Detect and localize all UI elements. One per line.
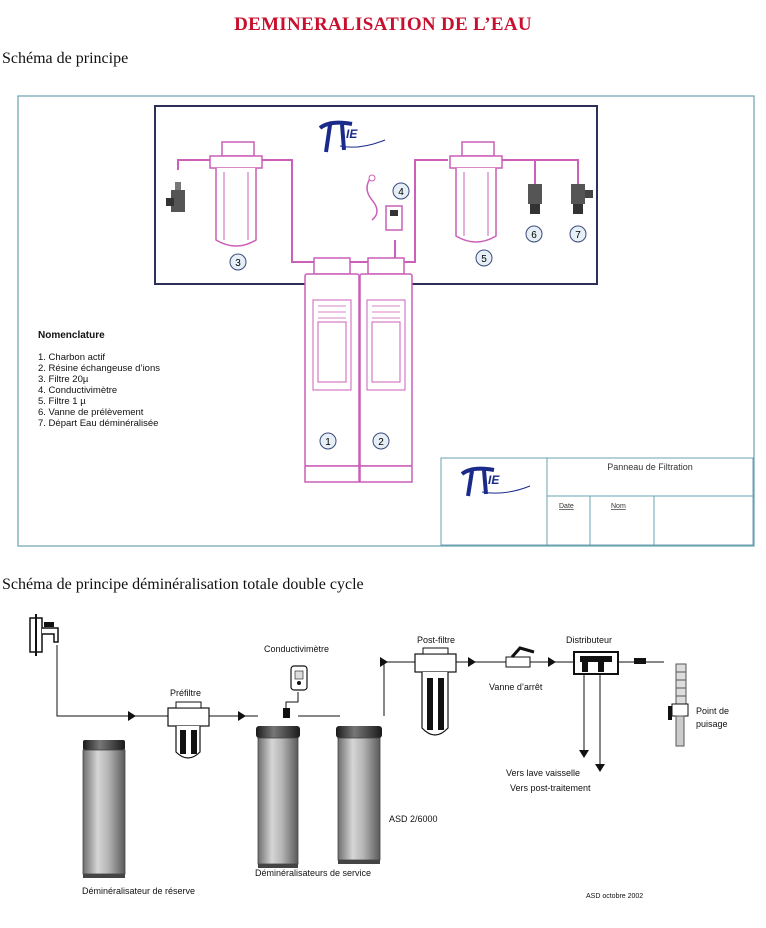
- pie-logo-small: IE: [460, 466, 531, 497]
- nomenclature-item: 5. Filtre 1 µ: [38, 396, 86, 407]
- label-asd-date: ASD octobre 2002: [586, 893, 643, 900]
- label-point-puisage-2: puisage: [696, 719, 728, 729]
- reserve-demineralizer: [82, 740, 126, 878]
- cartridge-ion-exchange-resin: [359, 257, 413, 483]
- post-filter: [414, 647, 457, 736]
- label-prefiltre: Préfiltre: [170, 688, 201, 698]
- svg-text:IE: IE: [346, 127, 358, 141]
- svg-text:IE: IE: [488, 473, 500, 487]
- conductivity-meter: [366, 174, 403, 231]
- label-demin-service: Déminéralisateurs de service: [255, 868, 371, 878]
- nomenclature-item: 1. Charbon actif: [38, 352, 105, 363]
- distributor: [573, 651, 646, 675]
- callout-2-label: 2: [378, 437, 384, 448]
- pie-logo: IE: [318, 120, 386, 153]
- callout-5-label: 5: [481, 254, 487, 265]
- callout-2: [372, 432, 390, 450]
- prefilter: [167, 701, 210, 759]
- water-tap-icon: [29, 614, 59, 656]
- valve-sampling: [528, 184, 542, 214]
- section-title-principle: Schéma de principe: [2, 50, 129, 67]
- page-title: DEMINERALISATION DE L’EAU: [234, 14, 532, 35]
- callout-3-label: 3: [235, 258, 241, 269]
- flow-arrows: [128, 657, 605, 772]
- label-vers-lave-vaisselle: Vers lave vaisselle: [506, 768, 580, 778]
- callout-7: [569, 225, 587, 243]
- double-cycle-diagram: Préfiltre Conductivimètre Post-filtre Va…: [29, 614, 729, 900]
- nomenclature-item: 2. Résine échangeuse d’ions: [38, 363, 160, 374]
- valve-outlet: [571, 184, 593, 214]
- title-block: Panneau de Filtration Date Nom IE: [440, 457, 754, 546]
- label-distributeur: Distributeur: [566, 635, 612, 645]
- point-of-use-icon: [668, 663, 689, 747]
- nomenclature-item: 3. Filtre 20µ: [38, 374, 89, 385]
- callout-4: [392, 182, 410, 200]
- valve-inlet: [166, 182, 185, 212]
- conductivity-meter-device: [283, 665, 308, 718]
- label-vers-post-traitement: Vers post-traitement: [510, 783, 591, 793]
- filter-20-micron: [209, 141, 263, 247]
- label-demin-reserve: Déminéralisateur de réserve: [82, 886, 195, 896]
- callout-4-label: 4: [398, 187, 404, 198]
- nomenclature-list: 1. Charbon actif 2. Résine échangeuse d’…: [38, 352, 160, 429]
- nom-label: Nom: [611, 503, 626, 510]
- callout-5: [475, 249, 493, 267]
- label-post-filtre: Post-filtre: [417, 635, 455, 645]
- nomenclature-item: 7. Départ Eau déminéralisée: [38, 418, 158, 429]
- service-demineralizer-1: [256, 726, 300, 868]
- nomenclature-item: 4. Conductivimètre: [38, 385, 117, 396]
- callout-1: [319, 432, 337, 450]
- callout-6-label: 6: [531, 230, 537, 241]
- date-label: Date: [559, 503, 574, 510]
- section-title-double-cycle: Schéma de principe déminéralisation tota…: [2, 576, 364, 593]
- stop-valve: [505, 646, 535, 668]
- filtration-panel-diagram: IE 3: [17, 95, 755, 547]
- callout-1-label: 1: [325, 437, 331, 448]
- callout-3: [229, 253, 247, 271]
- service-demineralizer-2: [336, 726, 382, 864]
- nomenclature-title: Nomenclature: [38, 330, 105, 341]
- label-asd: ASD 2/6000: [389, 814, 438, 824]
- panel-name: Panneau de Filtration: [607, 462, 693, 472]
- cartridge-activated-carbon: [304, 257, 360, 483]
- nomenclature-item: 6. Vanne de prélèvement: [38, 407, 144, 418]
- filter-1-micron: [449, 141, 503, 243]
- callout-7-label: 7: [575, 230, 581, 241]
- callout-6: [525, 225, 543, 243]
- label-vanne-arret: Vanne d’arrêt: [489, 682, 543, 692]
- label-conductivimetre: Conductivimètre: [264, 644, 329, 654]
- label-point-puisage-1: Point de: [696, 706, 729, 716]
